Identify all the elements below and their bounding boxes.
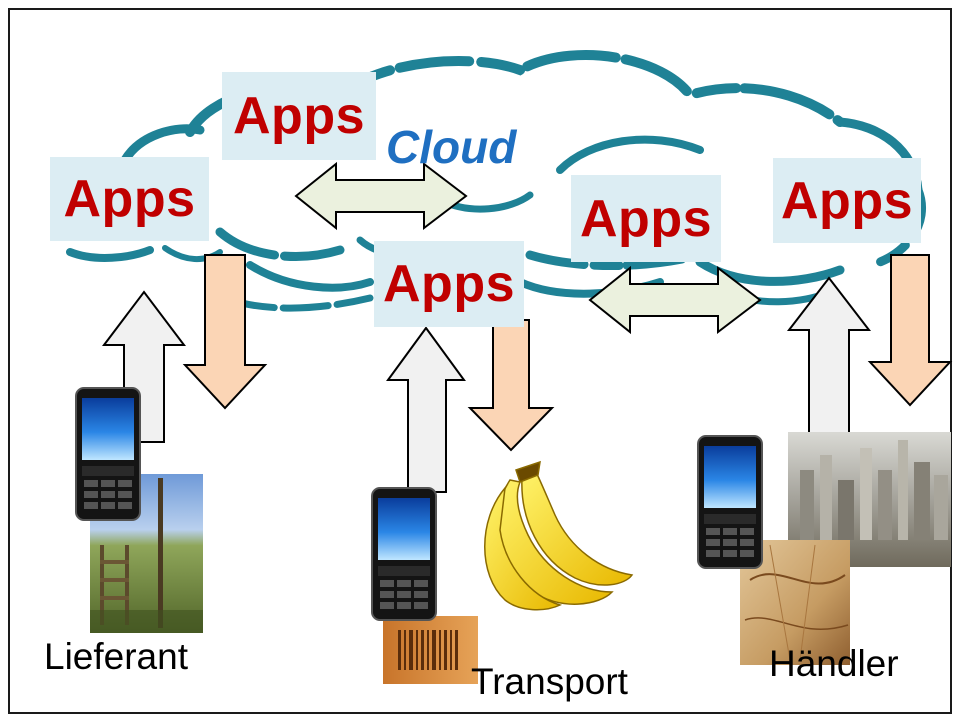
apps-box-right: Apps (773, 158, 921, 243)
apps-box-center-right: Apps (571, 175, 721, 262)
up-arrow-transport (386, 326, 466, 493)
banana-icon (484, 460, 634, 611)
apps-box-left: Apps (50, 157, 209, 241)
mobile-phone-icon (75, 387, 141, 521)
down-arrow-lieferant (182, 254, 268, 410)
actor-label-haendler: Händler (769, 643, 899, 684)
double-arrow-left (294, 161, 468, 231)
down-arrow-transport (467, 319, 555, 452)
apps-box-top-left: Apps (222, 72, 376, 160)
apps-box-center: Apps (374, 241, 524, 327)
actor-label-lieferant: Lieferant (44, 636, 188, 677)
crate-barcode-icon (383, 616, 478, 684)
double-arrow-right (588, 265, 762, 335)
down-arrow-haendler (867, 254, 953, 407)
actor-label-transport: Transport (471, 661, 628, 702)
mobile-phone-icon (697, 435, 763, 569)
mobile-phone-icon (371, 487, 437, 621)
cloud-label: Cloud (386, 121, 517, 173)
up-arrow-haendler (786, 276, 872, 447)
